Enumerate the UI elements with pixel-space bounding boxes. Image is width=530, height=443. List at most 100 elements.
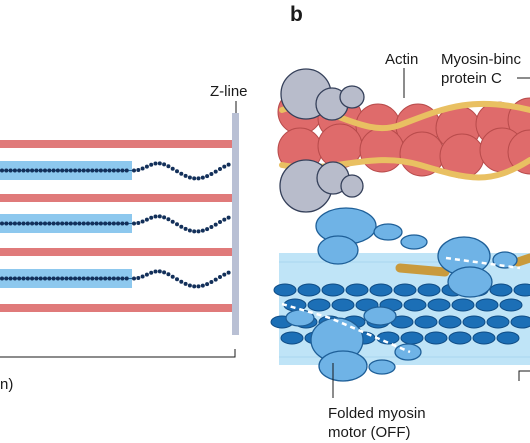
titin-bead	[149, 162, 154, 167]
titin-chain	[0, 161, 231, 181]
backbone-rod-segment	[427, 298, 451, 312]
thin-filament	[0, 194, 232, 202]
titin-bead	[25, 276, 30, 281]
titin-bead	[218, 275, 222, 279]
titin-bead	[60, 221, 65, 226]
titin-bead	[107, 221, 112, 226]
titin-bead	[90, 168, 95, 173]
titin-bead	[90, 221, 95, 226]
titin-bead	[166, 272, 171, 277]
titin-bead	[30, 276, 35, 281]
titin-bead	[81, 221, 86, 226]
thin-filament	[0, 248, 232, 256]
titin-bead	[25, 168, 30, 173]
titin-bead	[107, 276, 112, 281]
titin-bead	[144, 217, 149, 222]
titin-bead	[116, 221, 121, 226]
titin-bead	[77, 276, 82, 281]
titin-bead	[77, 168, 82, 173]
titin-bead	[30, 168, 35, 173]
titin-bead	[170, 274, 175, 279]
titin-bead	[12, 221, 17, 226]
titin-bead	[107, 168, 112, 173]
titin-bead	[179, 171, 184, 176]
titin-bead	[8, 221, 13, 226]
titin-chain	[0, 214, 231, 234]
titin-bead	[51, 168, 56, 173]
folded-myosin-label-line2: motor (OFF)	[328, 424, 411, 441]
titin-bead	[94, 276, 99, 281]
titin-bead	[98, 276, 103, 281]
titin-bead	[222, 164, 227, 169]
titin-bead	[12, 168, 17, 173]
titin-bead	[222, 217, 227, 222]
titin-bead	[192, 176, 197, 181]
titin-bead	[68, 168, 73, 173]
titin-bead	[226, 270, 231, 275]
titin-bead	[4, 168, 9, 173]
titin-bead	[170, 219, 175, 224]
titin-bead	[90, 276, 95, 281]
titin-bead	[200, 283, 205, 288]
myosin-head-bound	[279, 159, 364, 213]
titin-bead	[55, 168, 60, 173]
backbone-rod-segment	[510, 315, 530, 329]
titin-bead	[183, 281, 188, 286]
titin-bead	[209, 280, 214, 284]
myosin-head-folded	[437, 236, 518, 298]
titin-bead	[51, 276, 56, 281]
titin-bead	[38, 221, 43, 226]
titin-bead	[226, 162, 231, 167]
titin-bead	[222, 272, 227, 277]
backbone-rod-segment	[297, 283, 321, 297]
thin-filament	[0, 140, 232, 148]
backbone-rod-segment	[451, 298, 475, 312]
myosin-head-bound	[280, 68, 365, 121]
titin-bead	[175, 169, 179, 174]
titin-bead	[213, 277, 218, 282]
titin-bead	[68, 276, 73, 281]
titin-bead	[55, 221, 60, 226]
titin-bead	[124, 168, 129, 173]
titin-bead	[12, 276, 17, 281]
backbone-rod-segment	[462, 315, 486, 329]
backbone-rod-segment	[496, 331, 520, 345]
backbone-rod-segment	[513, 283, 530, 297]
titin-bead	[21, 276, 26, 281]
titin-bead	[209, 172, 214, 176]
z-line-label: Z-line	[210, 83, 248, 100]
titin-bead	[111, 276, 116, 281]
myosin-head-folded	[315, 207, 428, 265]
titin-bead	[226, 215, 231, 220]
titin-bead	[120, 276, 125, 281]
titin-bead	[25, 221, 30, 226]
thin-filament	[0, 304, 232, 312]
titin-bead	[21, 221, 26, 226]
titin-bead	[68, 221, 73, 226]
titin-bead	[153, 269, 158, 274]
titin-bead	[162, 162, 167, 167]
titin-bead	[120, 168, 125, 173]
titin-bead	[47, 221, 52, 226]
titin-bead	[55, 276, 60, 281]
titin-bead	[170, 166, 175, 171]
titin-bead	[94, 221, 99, 226]
titin-bead	[73, 221, 78, 226]
titin-bead	[179, 279, 184, 284]
titin-bead	[192, 284, 197, 289]
titin-bead	[64, 168, 69, 173]
titin-bead	[213, 169, 218, 174]
titin-bead	[120, 221, 125, 226]
sarcomere-bracket	[0, 349, 236, 358]
actin-label: Actin	[385, 51, 419, 68]
right-bracket	[518, 370, 530, 381]
titin-bead	[196, 176, 201, 181]
titin-bead	[136, 168, 141, 172]
titin-bead	[34, 221, 39, 226]
titin-bead	[116, 168, 121, 173]
titin-bead	[162, 270, 167, 275]
titin-bead	[196, 284, 201, 289]
titin-bead	[94, 168, 99, 173]
titin-bead	[196, 229, 201, 234]
